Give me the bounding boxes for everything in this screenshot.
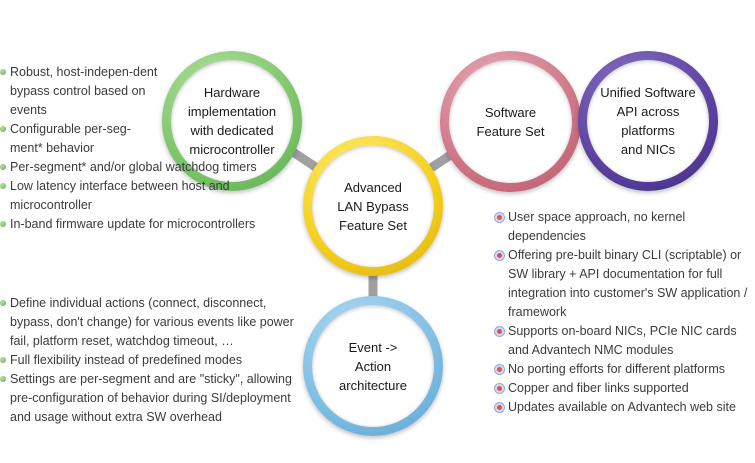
list-item: Full flexibility instead of predefined m… [0, 351, 300, 370]
list-item: Offering pre-built binary CLI (scriptabl… [494, 246, 755, 322]
list-item: Per-segment* and/or global watchdog time… [0, 158, 300, 177]
list-item: User space approach, no kernel dependenc… [494, 208, 755, 246]
api-bubble-label: Unified Software API across platforms an… [600, 85, 696, 157]
software-feature-list: User space approach, no kernel dependenc… [494, 208, 755, 417]
list-item: Supports on-board NICs, PCIe NIC cards a… [494, 322, 755, 360]
api-bubble: Unified Software API across platforms an… [578, 51, 718, 191]
list-item: Low latency interface between host and m… [0, 177, 300, 215]
core-bubble: Advanced LAN Bypass Feature Set [303, 136, 443, 276]
list-item: Settings are per-segment and are "sticky… [0, 370, 300, 427]
hardware-bubble: Hardware implementation with dedicated m… [162, 51, 302, 191]
list-item: Define individual actions (connect, disc… [0, 294, 300, 351]
list-item: Robust, host-indepen-dent bypass control… [0, 63, 160, 120]
event-bubble-label: Event -> Action architecture [339, 339, 407, 393]
hardware-feature-list: Robust, host-indepen-dent bypass control… [0, 63, 257, 234]
list-item: Updates available on Advantech web site [494, 398, 755, 417]
event-feature-list: Define individual actions (connect, disc… [0, 294, 300, 427]
software-bubble: Software Feature Set [440, 51, 581, 192]
event-bubble: Event -> Action architecture [303, 296, 443, 436]
list-item: Copper and fiber links supported [494, 379, 755, 398]
hardware-bubble-label: Hardware implementation with dedicated m… [187, 85, 277, 157]
list-item: In-band firmware update for microcontrol… [0, 215, 300, 234]
list-item: Configurable per-seg-ment* behavior [0, 120, 160, 158]
core-bubble-label: Advanced LAN Bypass Feature Set [337, 179, 409, 233]
list-item: No porting efforts for different platfor… [494, 360, 755, 379]
software-bubble-label: Software Feature Set [476, 104, 545, 139]
